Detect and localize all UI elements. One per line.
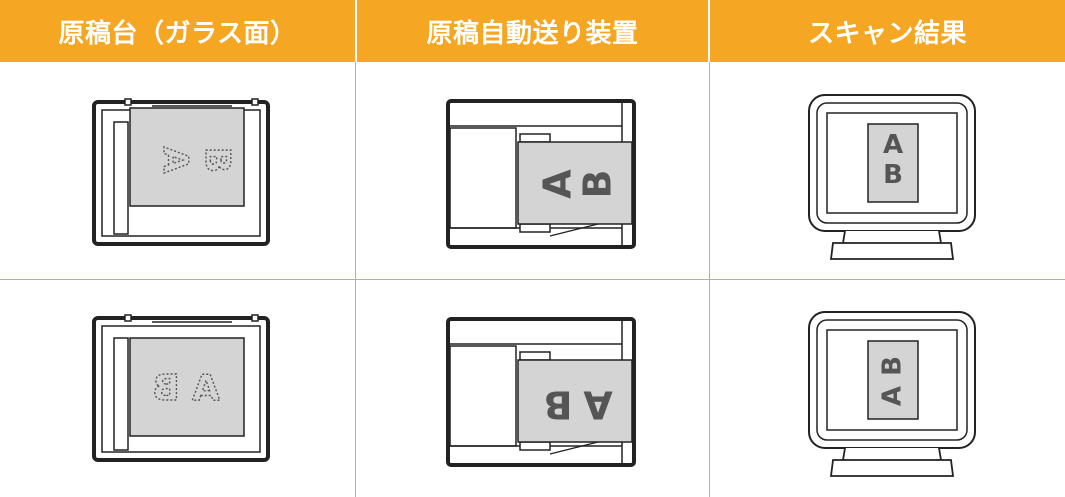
monitor-illustration-row1: A B (805, 91, 980, 273)
glass-illustration-row2: B A (92, 314, 272, 468)
doc-letter: B (544, 383, 573, 427)
doc-letter: B (197, 147, 237, 173)
doc-letter: A (536, 169, 580, 199)
result-letter: A (878, 386, 908, 406)
grid-divider (0, 279, 1065, 280)
glass-illustration-row1: A B (92, 98, 272, 252)
doc-letter: A (155, 147, 195, 174)
result-letter: A (883, 130, 903, 160)
doc-letter: B (576, 170, 620, 199)
doc-letter: A (192, 368, 220, 409)
monitor-illustration-row2: A B (805, 308, 980, 490)
doc-letter: A (583, 383, 613, 427)
doc-letter: B (152, 368, 179, 409)
adf-illustration-row2: B A (446, 316, 636, 472)
header-document-glass: 原稿台（ガラス面） (0, 0, 355, 62)
header-document-feeder: 原稿自動送り装置 (357, 0, 708, 62)
result-letter: B (883, 160, 903, 190)
adf-illustration-row1: A B (446, 98, 636, 254)
result-letter: B (878, 356, 908, 376)
header-scan-result: スキャン結果 (710, 0, 1065, 62)
